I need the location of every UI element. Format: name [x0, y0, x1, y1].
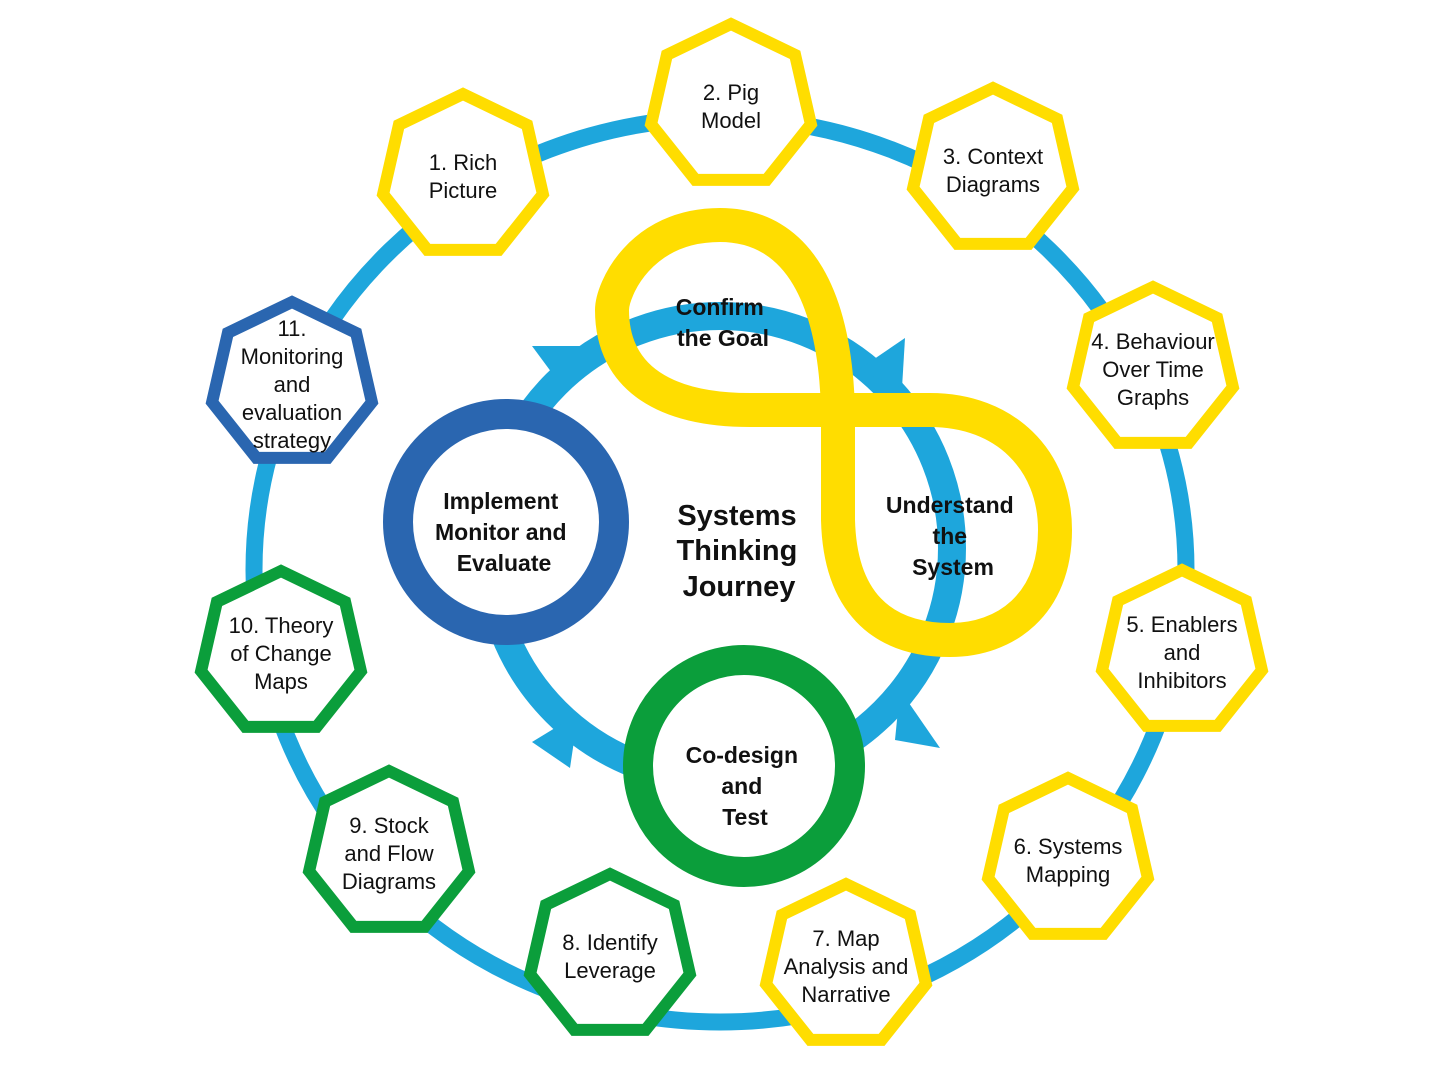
tool-label-line: Mapping: [1026, 862, 1110, 887]
center-title: Systems Thinking Journey: [677, 500, 806, 603]
tool-label-line: of Change: [230, 641, 332, 666]
tool-node: 11. Monitoring and evaluation strategy: [205, 295, 379, 464]
stage-label-co-design-test: Co-design and Test: [686, 742, 805, 830]
tool-label-line: Analysis and: [784, 954, 909, 979]
tool-label-line: strategy: [253, 428, 331, 453]
cycle-arrow-icon: [895, 690, 940, 748]
tool-label-line: 7. Map: [812, 926, 879, 951]
tool-label-line: Inhibitors: [1137, 668, 1226, 693]
tool-heptagon: [759, 877, 933, 1046]
tool-label-line: Model: [701, 108, 761, 133]
stage-label-confirm-goal: Confirm the Goal: [676, 294, 771, 351]
tool-label-line: and: [1164, 640, 1201, 665]
tool-label-line: evaluation: [242, 400, 342, 425]
cycle-arrow-icon: [532, 346, 580, 392]
tool-label-line: Picture: [429, 178, 497, 203]
tool-heptagon: [906, 81, 1080, 250]
tool-heptagon: [523, 867, 697, 1036]
tool-label-line: Diagrams: [946, 172, 1040, 197]
tool-label-line: Over Time: [1102, 357, 1203, 382]
tool-label-line: 10. Theory: [229, 613, 334, 638]
tool-label-line: and Flow: [344, 841, 433, 866]
tool-label-line: Diagrams: [342, 869, 436, 894]
tool-heptagon: [194, 564, 368, 733]
tool-label-line: 1. Rich: [429, 150, 497, 175]
tool-label-line: Narrative: [801, 982, 890, 1007]
tool-label-line: 11.: [278, 316, 307, 341]
tool-label: 11. Monitoring and evaluation strategy: [241, 316, 344, 453]
tool-label-line: 8. Identify: [562, 930, 657, 955]
cycle-arrow-icon: [532, 714, 578, 768]
tool-label-line: 9. Stock: [349, 813, 429, 838]
tool-label-line: Maps: [254, 669, 308, 694]
tool-label-line: 6. Systems: [1014, 834, 1123, 859]
cycle-arrow-icon: [858, 338, 905, 388]
tool-label-line: Leverage: [564, 958, 656, 983]
implement-stage-ring: [383, 399, 629, 645]
co-design-stage-ring: [623, 645, 865, 887]
stage-label-understand-system: Understand the System: [886, 492, 1020, 580]
tool-heptagon: [1066, 280, 1240, 449]
tool-heptagon: [376, 87, 550, 256]
tool-heptagon: [302, 764, 476, 933]
tool-label-line: 4. Behaviour: [1091, 329, 1215, 354]
tool-label-line: 5. Enablers: [1126, 612, 1237, 637]
tool-label-line: Monitoring: [241, 344, 344, 369]
tool-heptagon: [1095, 563, 1269, 732]
tool-label-line: 2. Pig: [703, 80, 759, 105]
tool-label-line: 3. Context: [943, 144, 1043, 169]
tool-heptagon: [205, 295, 379, 464]
tool-heptagon: [644, 17, 818, 186]
tool-label-line: and: [274, 372, 311, 397]
tool-label-line: Graphs: [1117, 385, 1189, 410]
stage-label-implement: Implement Monitor and Evaluate: [435, 488, 573, 576]
goal-system-loop: [595, 208, 1072, 657]
tool-heptagon: [981, 771, 1155, 940]
